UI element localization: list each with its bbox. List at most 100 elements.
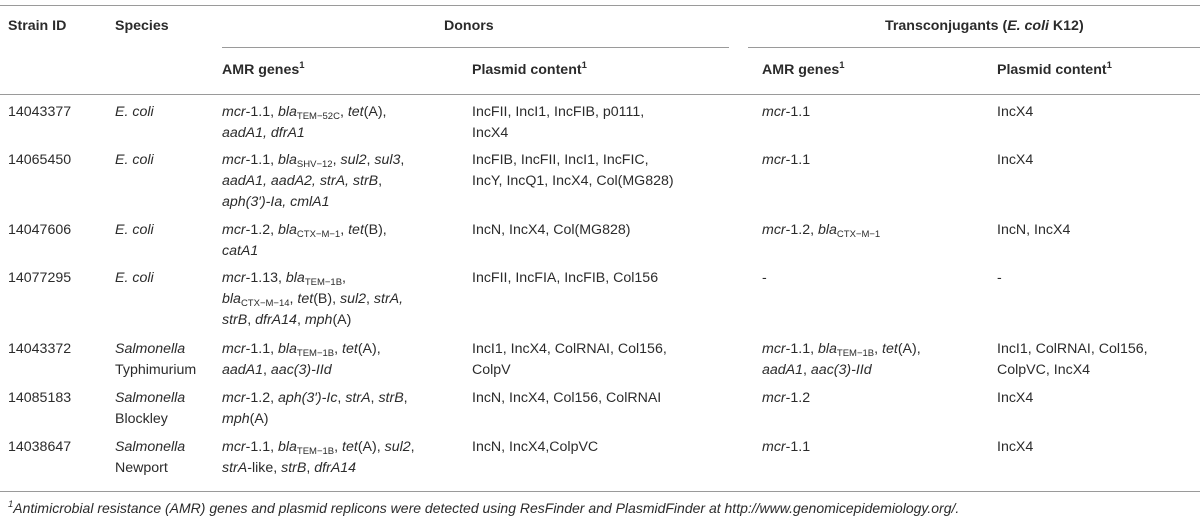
- footnote-mark: 1: [299, 60, 305, 71]
- footnote-text: Antimicrobial resistance (AMR) genes and…: [13, 500, 960, 516]
- species-cell: E. coli: [115, 222, 154, 238]
- text-run: ,: [410, 439, 415, 455]
- transconjugant-plasmid-content-cell: ColpVC, IncX4: [997, 362, 1091, 378]
- text-run: tet: [348, 222, 364, 238]
- donor-amr-genes-cell: aadA1, aac(3)-IId: [222, 360, 332, 381]
- transconjugant-amr-genes-cell: mcr-1.1: [762, 150, 810, 171]
- text-run: ,: [332, 152, 341, 168]
- text-run: -1.1,: [785, 341, 818, 357]
- text-run: ,: [370, 390, 379, 406]
- donor-plasmid-content-cell: IncFII, IncFIA, IncFIB, Col156: [472, 270, 659, 286]
- header-transconjugants: Transconjugants (E. coli K12): [885, 16, 1084, 37]
- transconjugant-amr-genes-cell: mcr-1.1, blaTEM−1B, tet(A),: [762, 339, 921, 360]
- text-run: -1.1,: [245, 439, 278, 455]
- donor-amr-genes-cell: mcr-1.2, blaCTX−M−1, tet(B),: [222, 220, 387, 241]
- donor-plasmid-content-cell: IncN, IncX4, Col(MG828): [472, 222, 631, 238]
- text-run: ,: [366, 291, 374, 307]
- text-run: strB: [222, 312, 248, 328]
- donor-amr-genes-cell: strB, dfrA14, mph(A): [222, 310, 351, 331]
- text-run: mcr: [762, 152, 786, 168]
- text-run: tet: [882, 341, 898, 357]
- transconjugant-plasmid-content-cell: -: [997, 270, 1002, 286]
- header-donors: Donors: [444, 18, 494, 34]
- donor-amr-genes-cell: aadA1, aadA2, strA, strB,: [222, 171, 382, 192]
- species-cell: Typhimurium: [115, 362, 197, 378]
- text-run: aadA1, dfrA1: [222, 125, 305, 141]
- text-run: sul2: [339, 291, 367, 307]
- transconjugant-amr-genes-cell: mcr-1.1: [762, 437, 810, 458]
- footnote-mark: 1: [8, 499, 14, 510]
- strain-id-cell: 14038647: [8, 439, 72, 455]
- donor-amr-genes-cell: blaCTX−M−14, tet(B), sul2, strA,: [222, 289, 403, 310]
- transconjugants-group-rule: [748, 47, 1200, 48]
- text-run: mph: [304, 312, 333, 328]
- text-run: bla: [277, 341, 297, 357]
- text-run: mcr: [762, 341, 786, 357]
- strain-id-cell: 14047606: [8, 222, 72, 238]
- text-run: -1.1: [785, 439, 811, 455]
- text-run: mcr: [762, 222, 786, 238]
- gene-subscript: CTX−M−1: [836, 229, 881, 240]
- text-run: strA: [345, 390, 371, 406]
- donor-plasmid-content-cell: IncFIB, IncFII, IncI1, IncFIC,: [472, 152, 649, 168]
- text-run: aadA1, aadA2, strA, strB: [222, 173, 379, 189]
- species-cell: Blockley: [115, 411, 168, 427]
- gene-subscript: TEM−1B: [304, 277, 343, 288]
- text-run: ,: [289, 291, 298, 307]
- header-trans-amr-genes: AMR genes1: [762, 60, 845, 81]
- header-donor-amr-label: AMR genes: [222, 62, 300, 78]
- text-run: ,: [342, 270, 346, 286]
- text-run: ,: [334, 341, 343, 357]
- text-run: (B),: [363, 222, 387, 238]
- text-run: catA1: [222, 243, 259, 259]
- text-run: strA: [222, 460, 248, 476]
- donors-group-rule: [222, 47, 729, 48]
- text-run: (B),: [313, 291, 340, 307]
- text-run: -1.2,: [785, 222, 818, 238]
- text-run: -1.2,: [245, 390, 278, 406]
- donor-amr-genes-cell: aadA1, dfrA1: [222, 123, 305, 144]
- species-cell: Salmonella: [115, 390, 186, 406]
- text-run: (A),: [357, 439, 385, 455]
- transconjugant-plasmid-content-cell: IncX4: [997, 439, 1034, 455]
- text-run: ,: [403, 390, 408, 406]
- transconjugant-plasmid-content-cell: IncX4: [997, 152, 1034, 168]
- text-run: aadA1: [762, 362, 804, 378]
- text-run: ,: [334, 439, 343, 455]
- text-run: strB: [281, 460, 307, 476]
- text-run: mcr: [222, 222, 246, 238]
- donor-amr-genes-cell: mcr-1.1, blaSHV−12, sul2, sul3,: [222, 150, 404, 171]
- text-run: ,: [263, 362, 271, 378]
- text-run: (A),: [357, 341, 381, 357]
- header-transconjugants-suffix: K12): [1048, 18, 1084, 34]
- text-run: mcr: [222, 341, 246, 357]
- header-donor-plasmid-label: Plasmid content: [472, 62, 582, 78]
- text-run: bla: [817, 341, 837, 357]
- gene-subscript: TEM−52C: [296, 111, 340, 122]
- text-run: mph: [222, 411, 250, 427]
- text-run: ,: [378, 173, 383, 189]
- text-run: (A),: [363, 104, 387, 120]
- text-run: ,: [874, 341, 883, 357]
- transconjugant-plasmid-content-cell: IncX4: [997, 104, 1034, 120]
- transconjugant-amr-genes-cell: -: [762, 268, 767, 289]
- gene-subscript: CTX−M−14: [240, 298, 290, 309]
- text-run: mcr: [222, 152, 246, 168]
- text-run: tet: [342, 341, 358, 357]
- text-run: -1.2,: [245, 222, 278, 238]
- text-run: ,: [803, 362, 811, 378]
- text-run: ,: [247, 312, 256, 328]
- donor-plasmid-content-cell: IncN, IncX4, Col156, ColRNAI: [472, 390, 662, 406]
- gene-subscript: SHV−12: [296, 159, 333, 170]
- text-run: strB: [378, 390, 404, 406]
- text-run: mcr: [222, 390, 246, 406]
- text-run: (A),: [897, 341, 921, 357]
- transconjugant-amr-genes-cell: mcr-1.1: [762, 102, 810, 123]
- text-run: bla: [277, 439, 297, 455]
- header-transconjugants-organism: E. coli: [1007, 18, 1049, 34]
- header-trans-plasmid-content: Plasmid content1: [997, 60, 1112, 81]
- species-cell: Salmonella: [115, 439, 186, 455]
- donor-amr-genes-cell: mph(A): [222, 409, 269, 430]
- text-run: -1.1,: [245, 152, 278, 168]
